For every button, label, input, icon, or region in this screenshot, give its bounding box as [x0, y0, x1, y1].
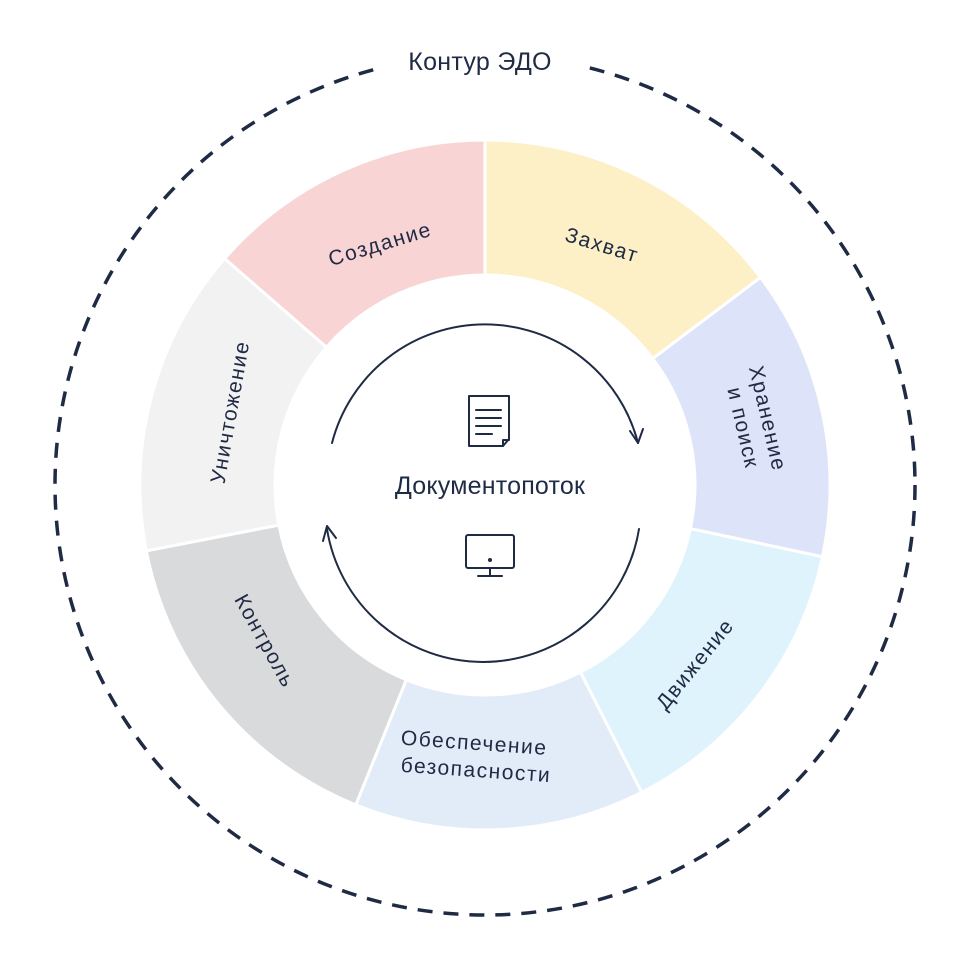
segment-sozdanie: [222, 138, 487, 350]
cycle-arrowhead-bottom: [322, 525, 337, 542]
contour-dashed-circle: [53, 53, 917, 917]
segment-khranenie: [650, 275, 832, 559]
center-label: Документопоток: [394, 472, 586, 500]
segment-unichtozhenie: [138, 256, 329, 553]
cycle-arrows: [322, 323, 644, 663]
segment-kontrol: [144, 523, 409, 807]
cycle-arrowhead-top: [629, 428, 644, 444]
lifecycle-ring: [138, 138, 832, 832]
segment-bezopasnost: [353, 670, 644, 832]
monitor-icon: [465, 534, 515, 577]
cycle-arrow-top: [331, 323, 639, 444]
contour-title: Контур ЭДО: [375, 44, 585, 80]
cycle-arrow-bottom: [326, 528, 640, 663]
document-icon: [468, 395, 510, 447]
